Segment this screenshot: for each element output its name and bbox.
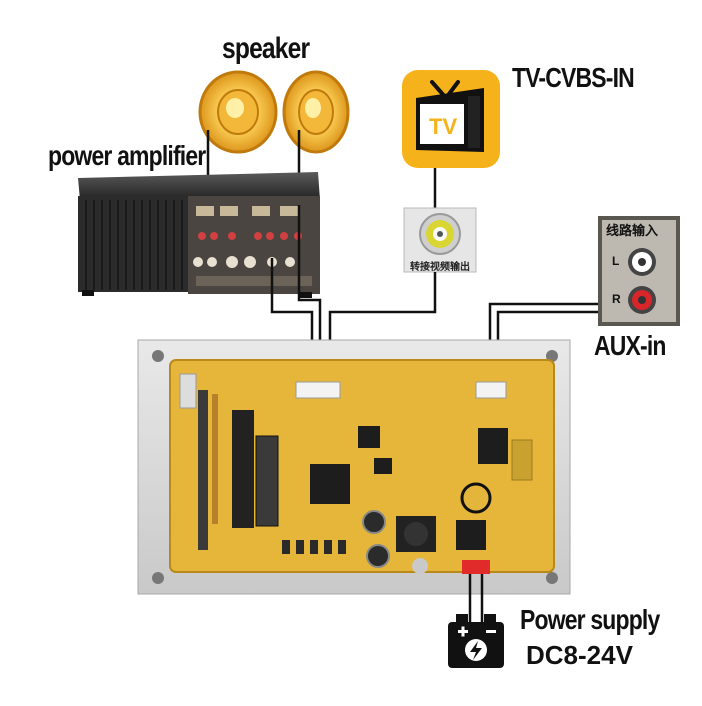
power-amplifier-label: power amplifier <box>48 140 206 171</box>
power-wires <box>468 574 484 624</box>
aux-panel-caption: 线路输入 <box>606 223 659 238</box>
speaker-right <box>282 70 350 154</box>
mounting-holes <box>152 350 558 584</box>
main-chip <box>310 464 350 504</box>
speaker-label: speaker <box>222 32 310 65</box>
voltage-label: DC8-24V <box>526 640 633 670</box>
aux-right-label: R <box>612 292 621 306</box>
pcb-board <box>169 359 555 574</box>
aux-input-panel <box>598 216 680 326</box>
video-rca-jack <box>403 207 477 273</box>
video-jack-caption: 转接视频输出 <box>410 262 470 273</box>
aux-left-label: L <box>612 254 620 268</box>
tv-icon-text: TV <box>424 112 463 142</box>
power-supply-label: Power supply <box>520 604 660 635</box>
power-amplifier-image <box>78 172 320 298</box>
battery-icon <box>448 614 504 668</box>
aux-input-label: AUX-in <box>594 330 666 361</box>
speaker-left <box>198 70 278 154</box>
tv-input-label: TV-CVBS-IN <box>512 62 635 93</box>
power-connector <box>462 560 490 574</box>
